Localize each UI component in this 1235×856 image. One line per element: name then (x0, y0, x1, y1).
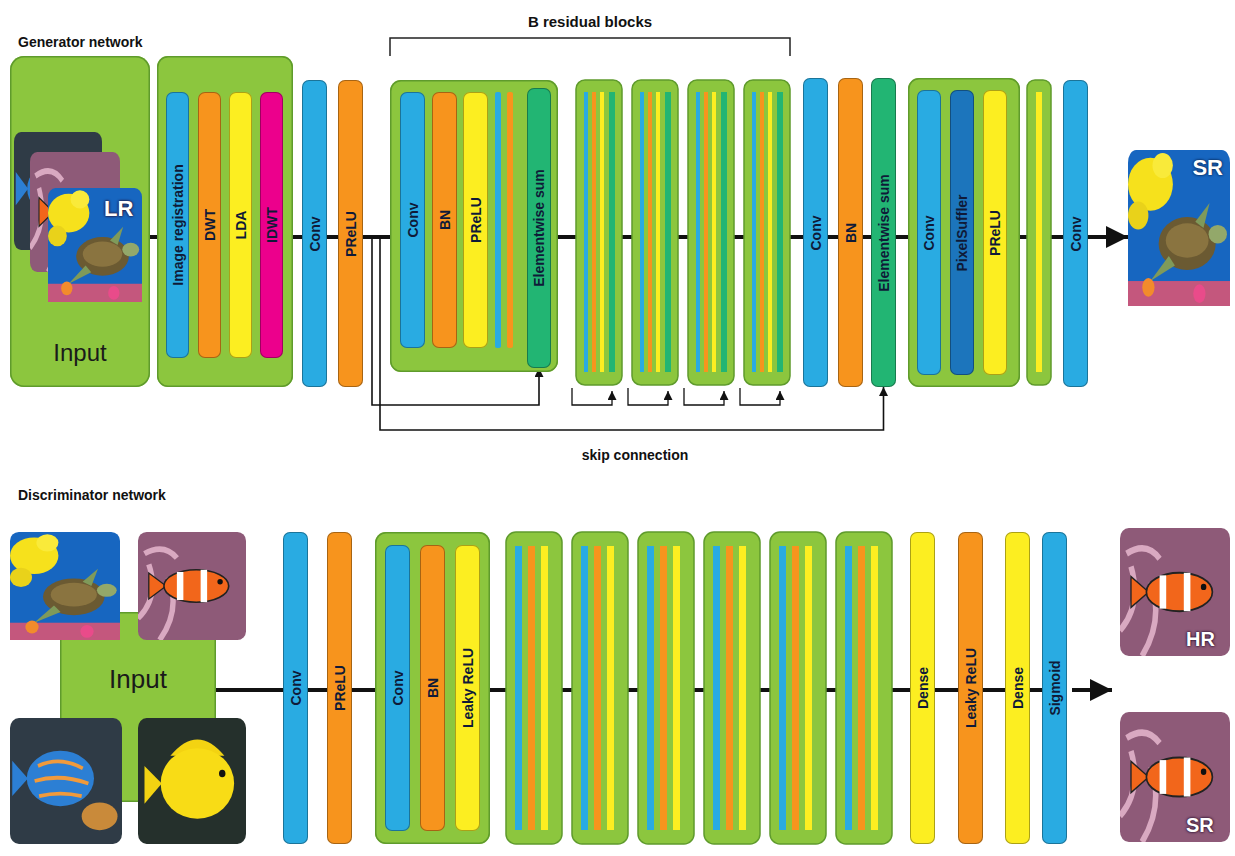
connector (935, 688, 958, 692)
layer-block: Conv (917, 90, 941, 375)
layer-block: BN (420, 545, 445, 831)
layer-name: PixelSuffler (954, 194, 970, 271)
layer-name: PReLU (468, 197, 484, 243)
connector (327, 235, 338, 239)
residual-block (576, 80, 790, 385)
thin-layer (495, 92, 501, 348)
layer-name: Conv (288, 671, 304, 706)
layer-name: Image registration (170, 164, 186, 285)
layer-name: Leaky ReLU (460, 648, 476, 728)
layer-name: Elementwise sum (531, 169, 547, 287)
layer-name: BN (843, 222, 859, 242)
layer-block: LDA (229, 92, 252, 358)
layer-name: DWT (202, 209, 218, 241)
connector (828, 235, 838, 239)
layer-block: Leaky ReLU (455, 545, 480, 831)
sr-image (1128, 150, 1230, 306)
hr-image (1120, 528, 1230, 656)
layer-group: Conv BN PReLU Elementwise sum (390, 80, 558, 372)
layer-block: Elementwise sum (871, 78, 896, 387)
section-heading: Discriminator network (18, 487, 166, 503)
layer-name: BN (437, 210, 453, 230)
layer-group: Conv BN Leaky ReLU (375, 532, 490, 844)
layer-name: IDWT (264, 207, 280, 243)
sr-image (1120, 712, 1230, 842)
layer-block: Conv (400, 92, 425, 348)
layer-block: Conv (302, 80, 327, 387)
layer-name: BN (425, 678, 441, 698)
annotation: skip connection (582, 447, 689, 463)
layer-block: DWT (198, 92, 221, 358)
connector (308, 688, 327, 692)
connector (216, 688, 283, 692)
input-image (10, 718, 122, 844)
layer-block: Conv (385, 545, 410, 831)
layer-block: IDWT (260, 92, 283, 358)
input-panel: Input (60, 612, 216, 802)
discriminator-block (506, 532, 892, 844)
layer-name: PReLU (332, 665, 348, 711)
layer-block: PReLU (327, 532, 352, 844)
layer-name: Conv (808, 215, 824, 250)
layer-block: Image registration (166, 92, 189, 358)
thin-layer (507, 92, 513, 348)
input-panel: Input (10, 56, 150, 387)
layer-name: PReLU (987, 210, 1003, 256)
image-tag: SR (1186, 814, 1214, 837)
input-image (138, 718, 246, 844)
panel-title: Input (60, 664, 216, 695)
layer-name: Sigmoid (1047, 660, 1063, 715)
image-tag: LR (104, 196, 133, 222)
connector (293, 235, 302, 239)
layer-block: BN (838, 78, 863, 387)
layer-name: Dense (915, 667, 931, 709)
input-image (138, 532, 246, 640)
layer-block: Conv (1063, 80, 1088, 387)
connector (150, 235, 157, 239)
layer-name: Dense (1010, 667, 1026, 709)
image-tag: SR (1192, 155, 1223, 181)
lr-image (48, 188, 142, 302)
layer-block: Conv (803, 78, 828, 387)
connector (983, 688, 1005, 692)
layer-group: Image registration DWT LDA IDWT (157, 56, 293, 387)
layer-name: Conv (390, 671, 406, 706)
connector (863, 235, 871, 239)
layer-block: PReLU (338, 80, 363, 387)
input-image (10, 532, 120, 640)
block-skip-line (572, 388, 780, 405)
section-heading: Generator network (18, 34, 142, 50)
layer-name: Conv (921, 215, 937, 250)
image-tag: HR (1186, 628, 1215, 651)
output-image: SR (1128, 150, 1230, 306)
layer-block: PReLU (463, 92, 488, 348)
layer-name: LDA (233, 211, 249, 240)
layer-block: Conv (283, 532, 308, 844)
layer-block: Elementwise sum (527, 88, 551, 368)
layer-block: Leaky ReLU (958, 532, 983, 844)
layer-name: Leaky ReLU (963, 648, 979, 728)
upsample-block (1027, 80, 1051, 385)
output-arrow (1072, 688, 1112, 692)
connector (1088, 235, 1128, 239)
layer-block: PReLU (983, 90, 1007, 375)
layer-name: Elementwise sum (876, 174, 892, 292)
layer-block: PixelSuffler (950, 90, 974, 375)
layer-name: PReLU (343, 211, 359, 257)
connector (896, 235, 908, 239)
layer-name: Conv (307, 216, 323, 251)
layer-block: Dense (1005, 532, 1030, 844)
layer-name: Conv (1068, 216, 1084, 251)
panel-title: Input (10, 339, 150, 367)
bracket-label: B residual blocks (528, 13, 652, 30)
layer-block: BN (432, 92, 457, 348)
layer-group: Conv PixelSuffler PReLU (908, 78, 1020, 387)
connector (1030, 688, 1042, 692)
layer-name: Conv (405, 203, 421, 238)
connector (352, 688, 375, 692)
layer-block: Sigmoid (1042, 532, 1067, 844)
layer-block: Dense (910, 532, 935, 844)
lr-image (14, 132, 102, 250)
